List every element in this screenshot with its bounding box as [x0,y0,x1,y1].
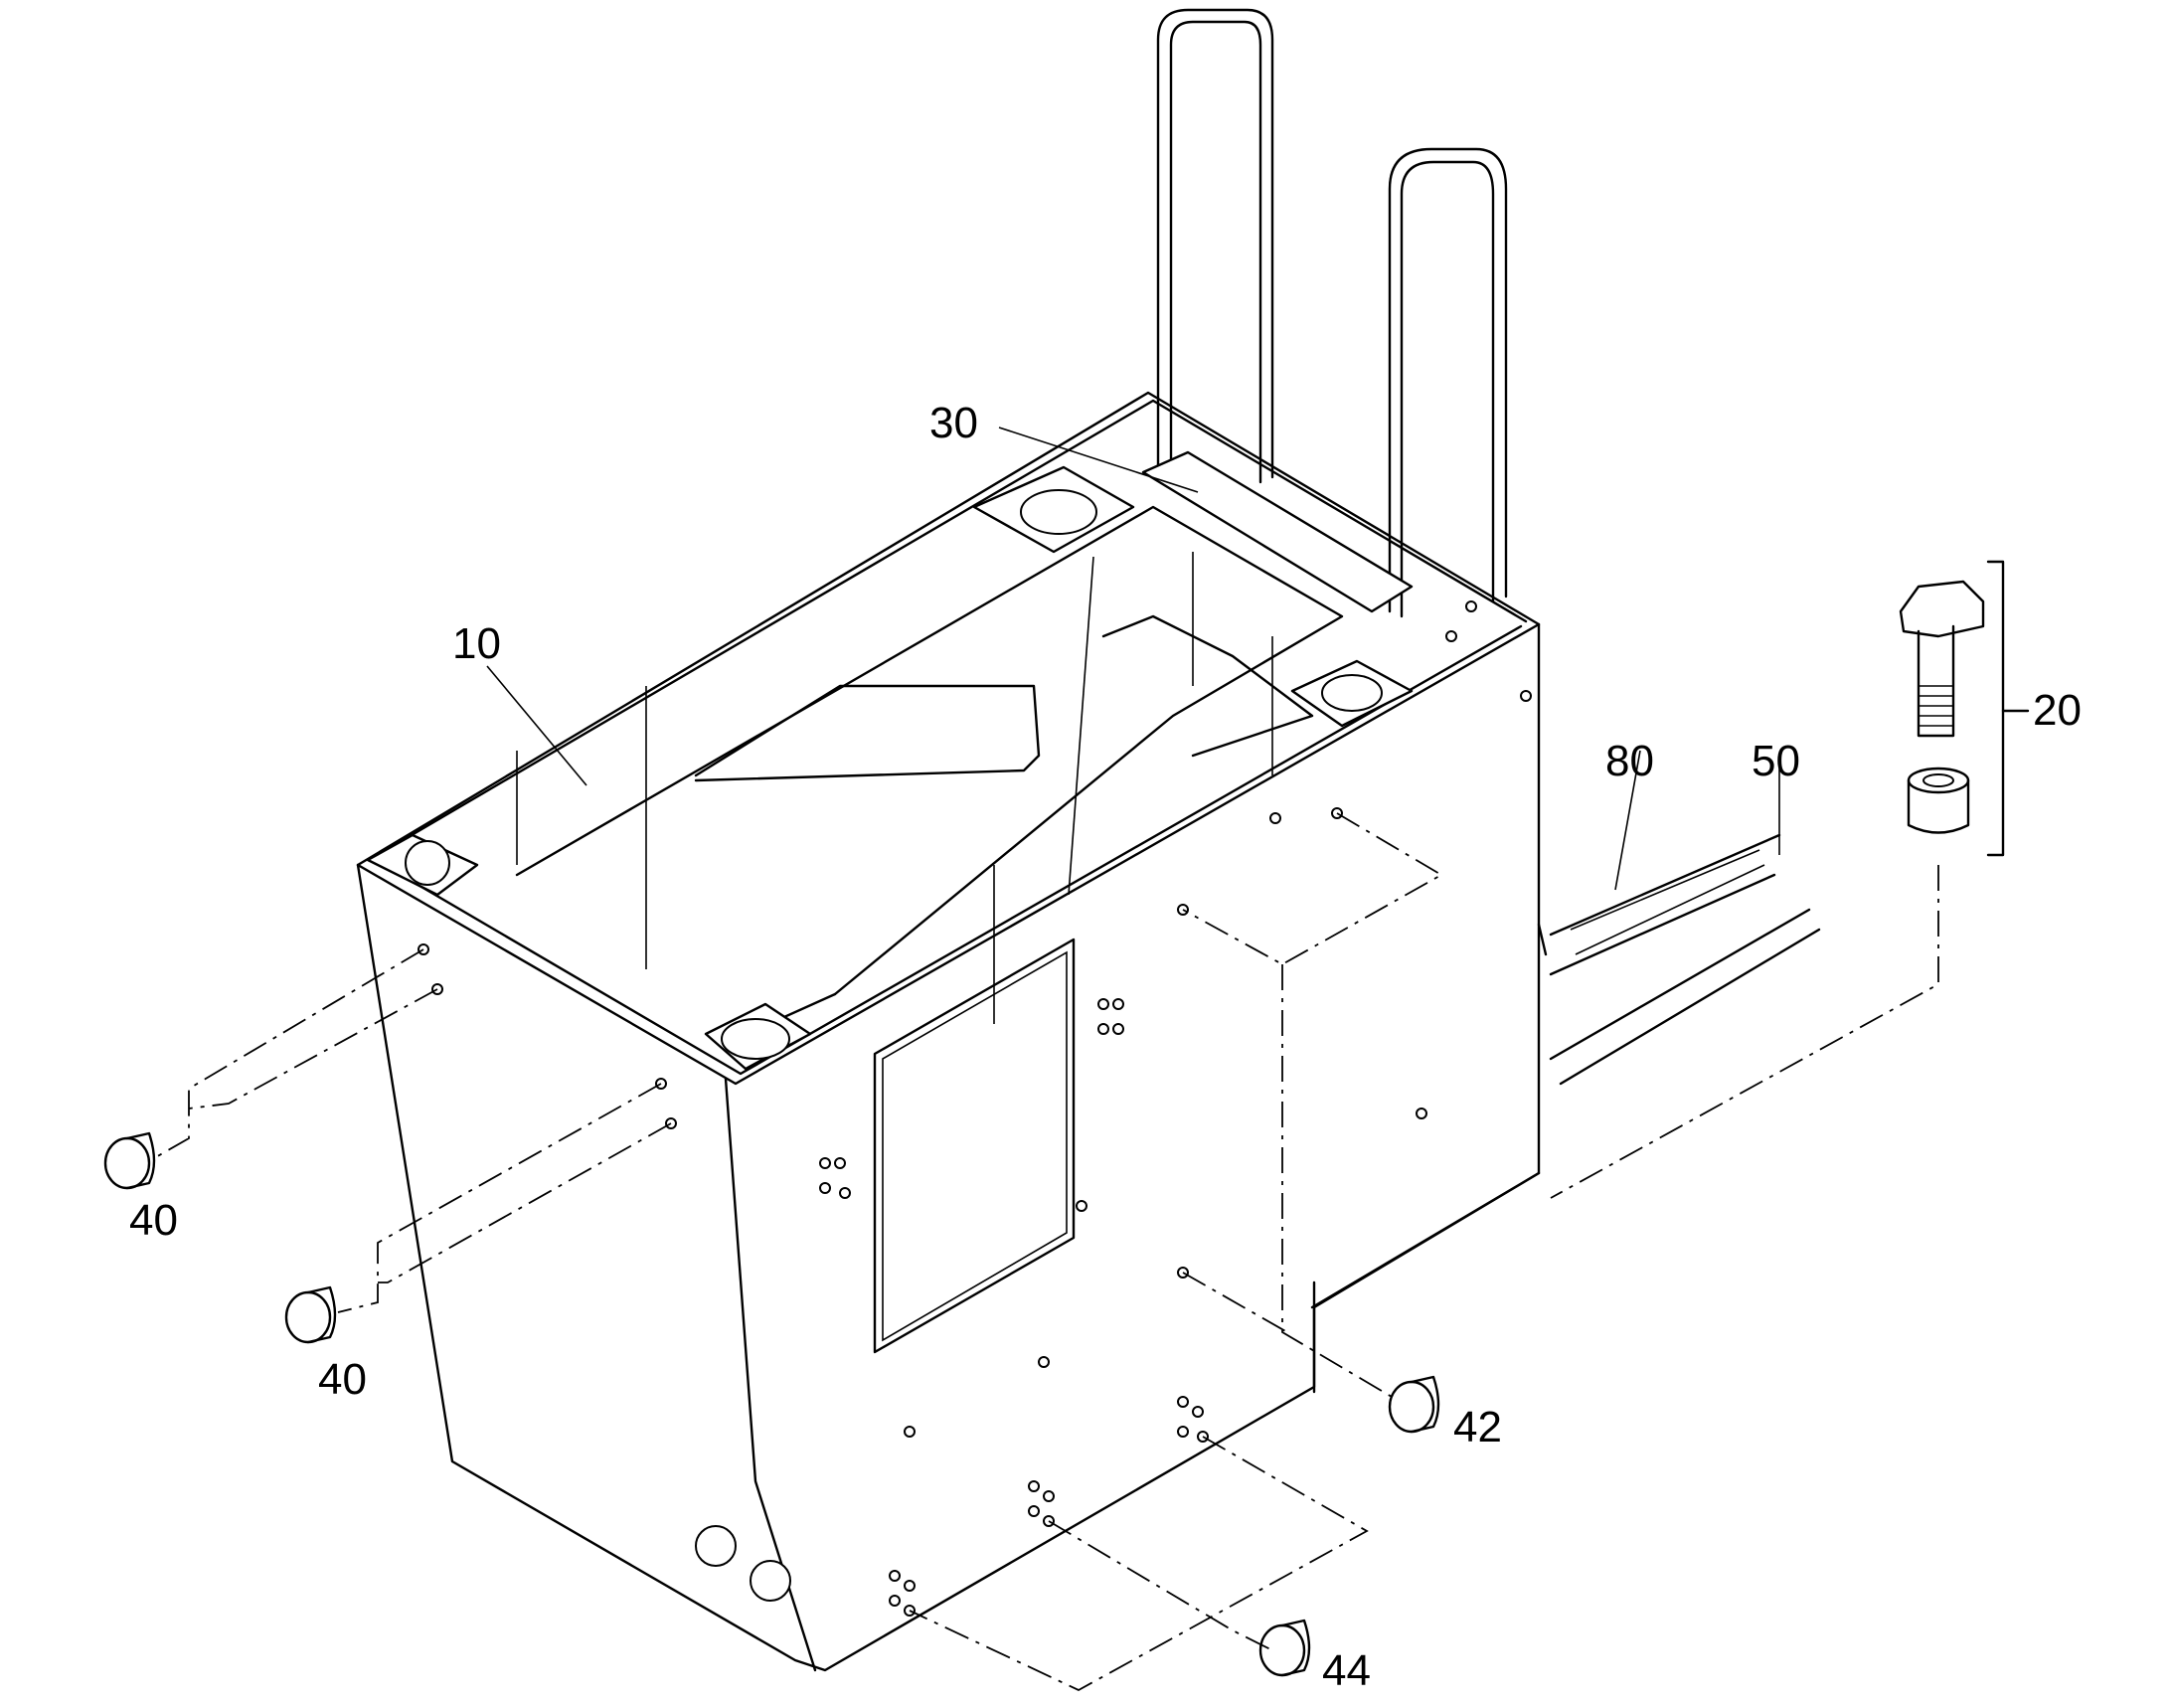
plug-42 [1388,1375,1440,1434]
plugs [103,1131,1440,1677]
callout-label-20: 20 [2033,686,2082,735]
callout-label-42: 42 [1453,1403,1502,1452]
callout-label-30: 30 [929,399,978,447]
callout-label-40a: 40 [129,1196,178,1245]
callout-label-40b: 40 [318,1355,367,1404]
handle-rails [1141,8,1508,618]
callout-leaders [486,427,1780,891]
callout-label-10: 10 [452,619,501,668]
assembly-lines [153,812,1443,1692]
callout-label-44: 44 [1322,1646,1371,1695]
plug-40a [103,1131,156,1190]
callout-label-50: 50 [1752,737,1800,785]
bolt-assembly [1550,560,2030,1199]
callout-labels: 10 20 30 40 40 42 44 50 80 [129,399,2082,1695]
mounting-pad [366,465,1414,1071]
rods [1549,833,1821,1086]
plug-44 [1258,1619,1311,1677]
plug-40b [284,1285,337,1344]
callout-label-80: 80 [1605,737,1654,785]
mounting-holes [418,600,1532,1617]
